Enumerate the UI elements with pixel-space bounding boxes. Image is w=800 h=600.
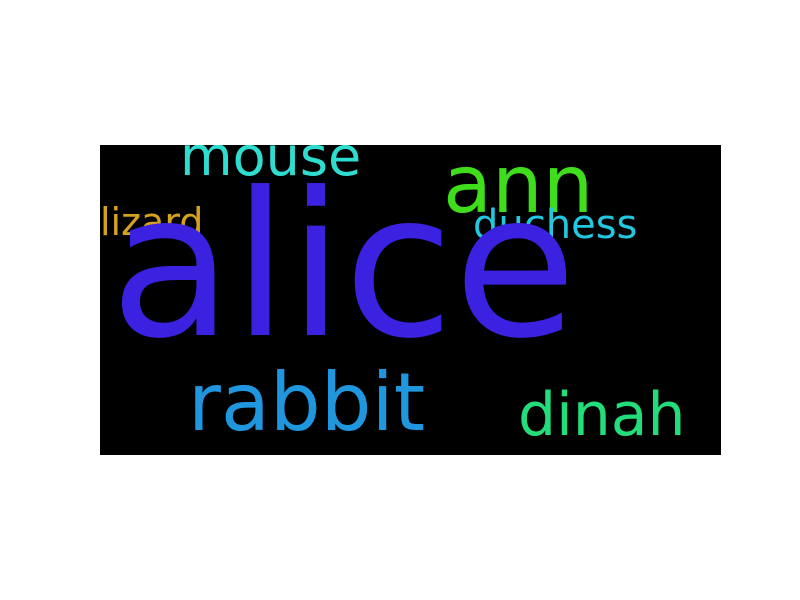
word-alice: alice xyxy=(110,150,577,383)
word-rabbit: rabbit xyxy=(188,356,426,449)
word-lizard: lizard xyxy=(100,200,204,244)
word-dinah: dinah xyxy=(518,380,686,450)
word-cloud-canvas: mouse ann lizard duchess alice rabbit di… xyxy=(100,145,721,455)
word-mouse: mouse xyxy=(180,145,362,188)
word-ann: ann xyxy=(443,145,594,231)
word-duchess: duchess xyxy=(473,202,638,248)
